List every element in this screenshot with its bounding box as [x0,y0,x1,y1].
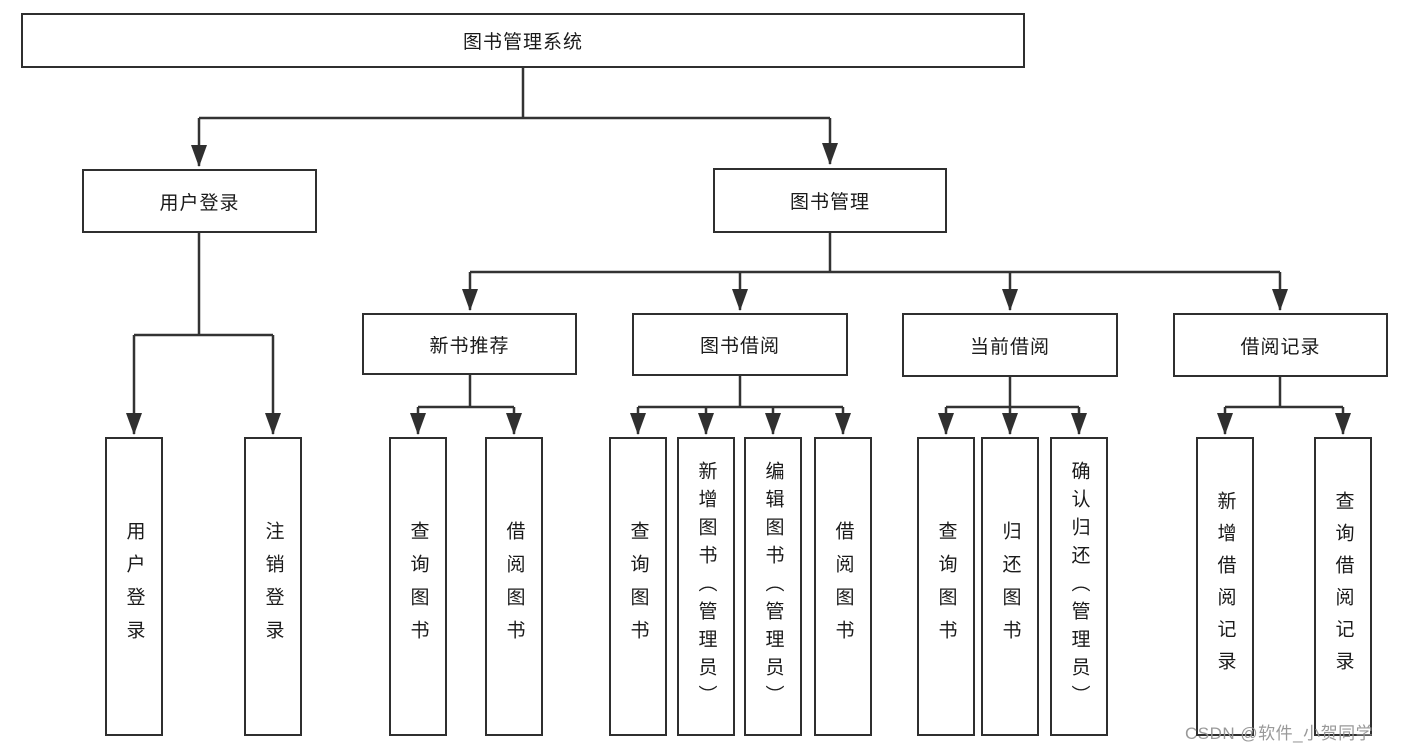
node-library-management-system: 图书管理系统 [21,13,1025,68]
leaf-label: 新增图书（管理员） [695,460,717,713]
node-user-login: 用户登录 [82,169,317,233]
node-label: 新书推荐 [429,335,510,357]
leaf-edit-books-admin: 编辑图书（管理员） [744,437,802,736]
leaf-query-books: 查询图书 [609,437,667,736]
node-book-borrowing: 图书借阅 [632,313,848,376]
node-book-management: 图书管理 [713,168,947,233]
leaf-add-books-admin: 新增图书（管理员） [677,437,735,736]
leaf-add-borrow-record: 新增借阅记录 [1196,437,1254,736]
leaf-query-books: 查询图书 [389,437,447,736]
leaf-query-borrow-record: 查询借阅记录 [1314,437,1372,736]
leaf-label: 注销登录 [262,520,284,653]
leaf-label: 借阅图书 [832,520,854,653]
node-label: 图书管理 [789,192,870,213]
leaf-query-books: 查询图书 [917,437,975,736]
leaf-label: 编辑图书（管理员） [762,460,784,713]
leaf-label: 用户登录 [123,520,145,653]
leaf-borrow-books: 借阅图书 [485,437,543,736]
node-label: 图书管理系统 [462,32,583,53]
leaf-borrow-books: 借阅图书 [814,437,872,736]
leaf-logout: 注销登录 [244,437,302,736]
leaf-label: 查询借阅记录 [1332,490,1354,683]
leaf-label: 借阅图书 [503,520,525,653]
node-label: 当前借阅 [969,336,1050,358]
leaf-return-books: 归还图书 [981,437,1039,736]
leaf-user-login: 用户登录 [105,437,163,736]
leaf-confirm-return-admin: 确认归还（管理员） [1050,437,1108,736]
csdn-watermark: CSDN @软件_小贺同学 [1185,724,1374,743]
node-borrowing-records: 借阅记录 [1173,313,1388,377]
node-label: 图书借阅 [699,336,780,357]
leaf-label: 查询图书 [407,520,429,653]
node-current-borrowing: 当前借阅 [902,313,1118,377]
leaf-label: 确认归还（管理员） [1068,460,1090,713]
leaf-label: 查询图书 [935,520,957,653]
leaf-label: 归还图书 [999,520,1021,653]
node-new-book-recommend: 新书推荐 [362,313,577,375]
node-label: 借阅记录 [1240,336,1321,358]
leaf-label: 查询图书 [627,520,649,653]
leaf-label: 新增借阅记录 [1214,490,1236,683]
node-label: 用户登录 [159,192,240,214]
